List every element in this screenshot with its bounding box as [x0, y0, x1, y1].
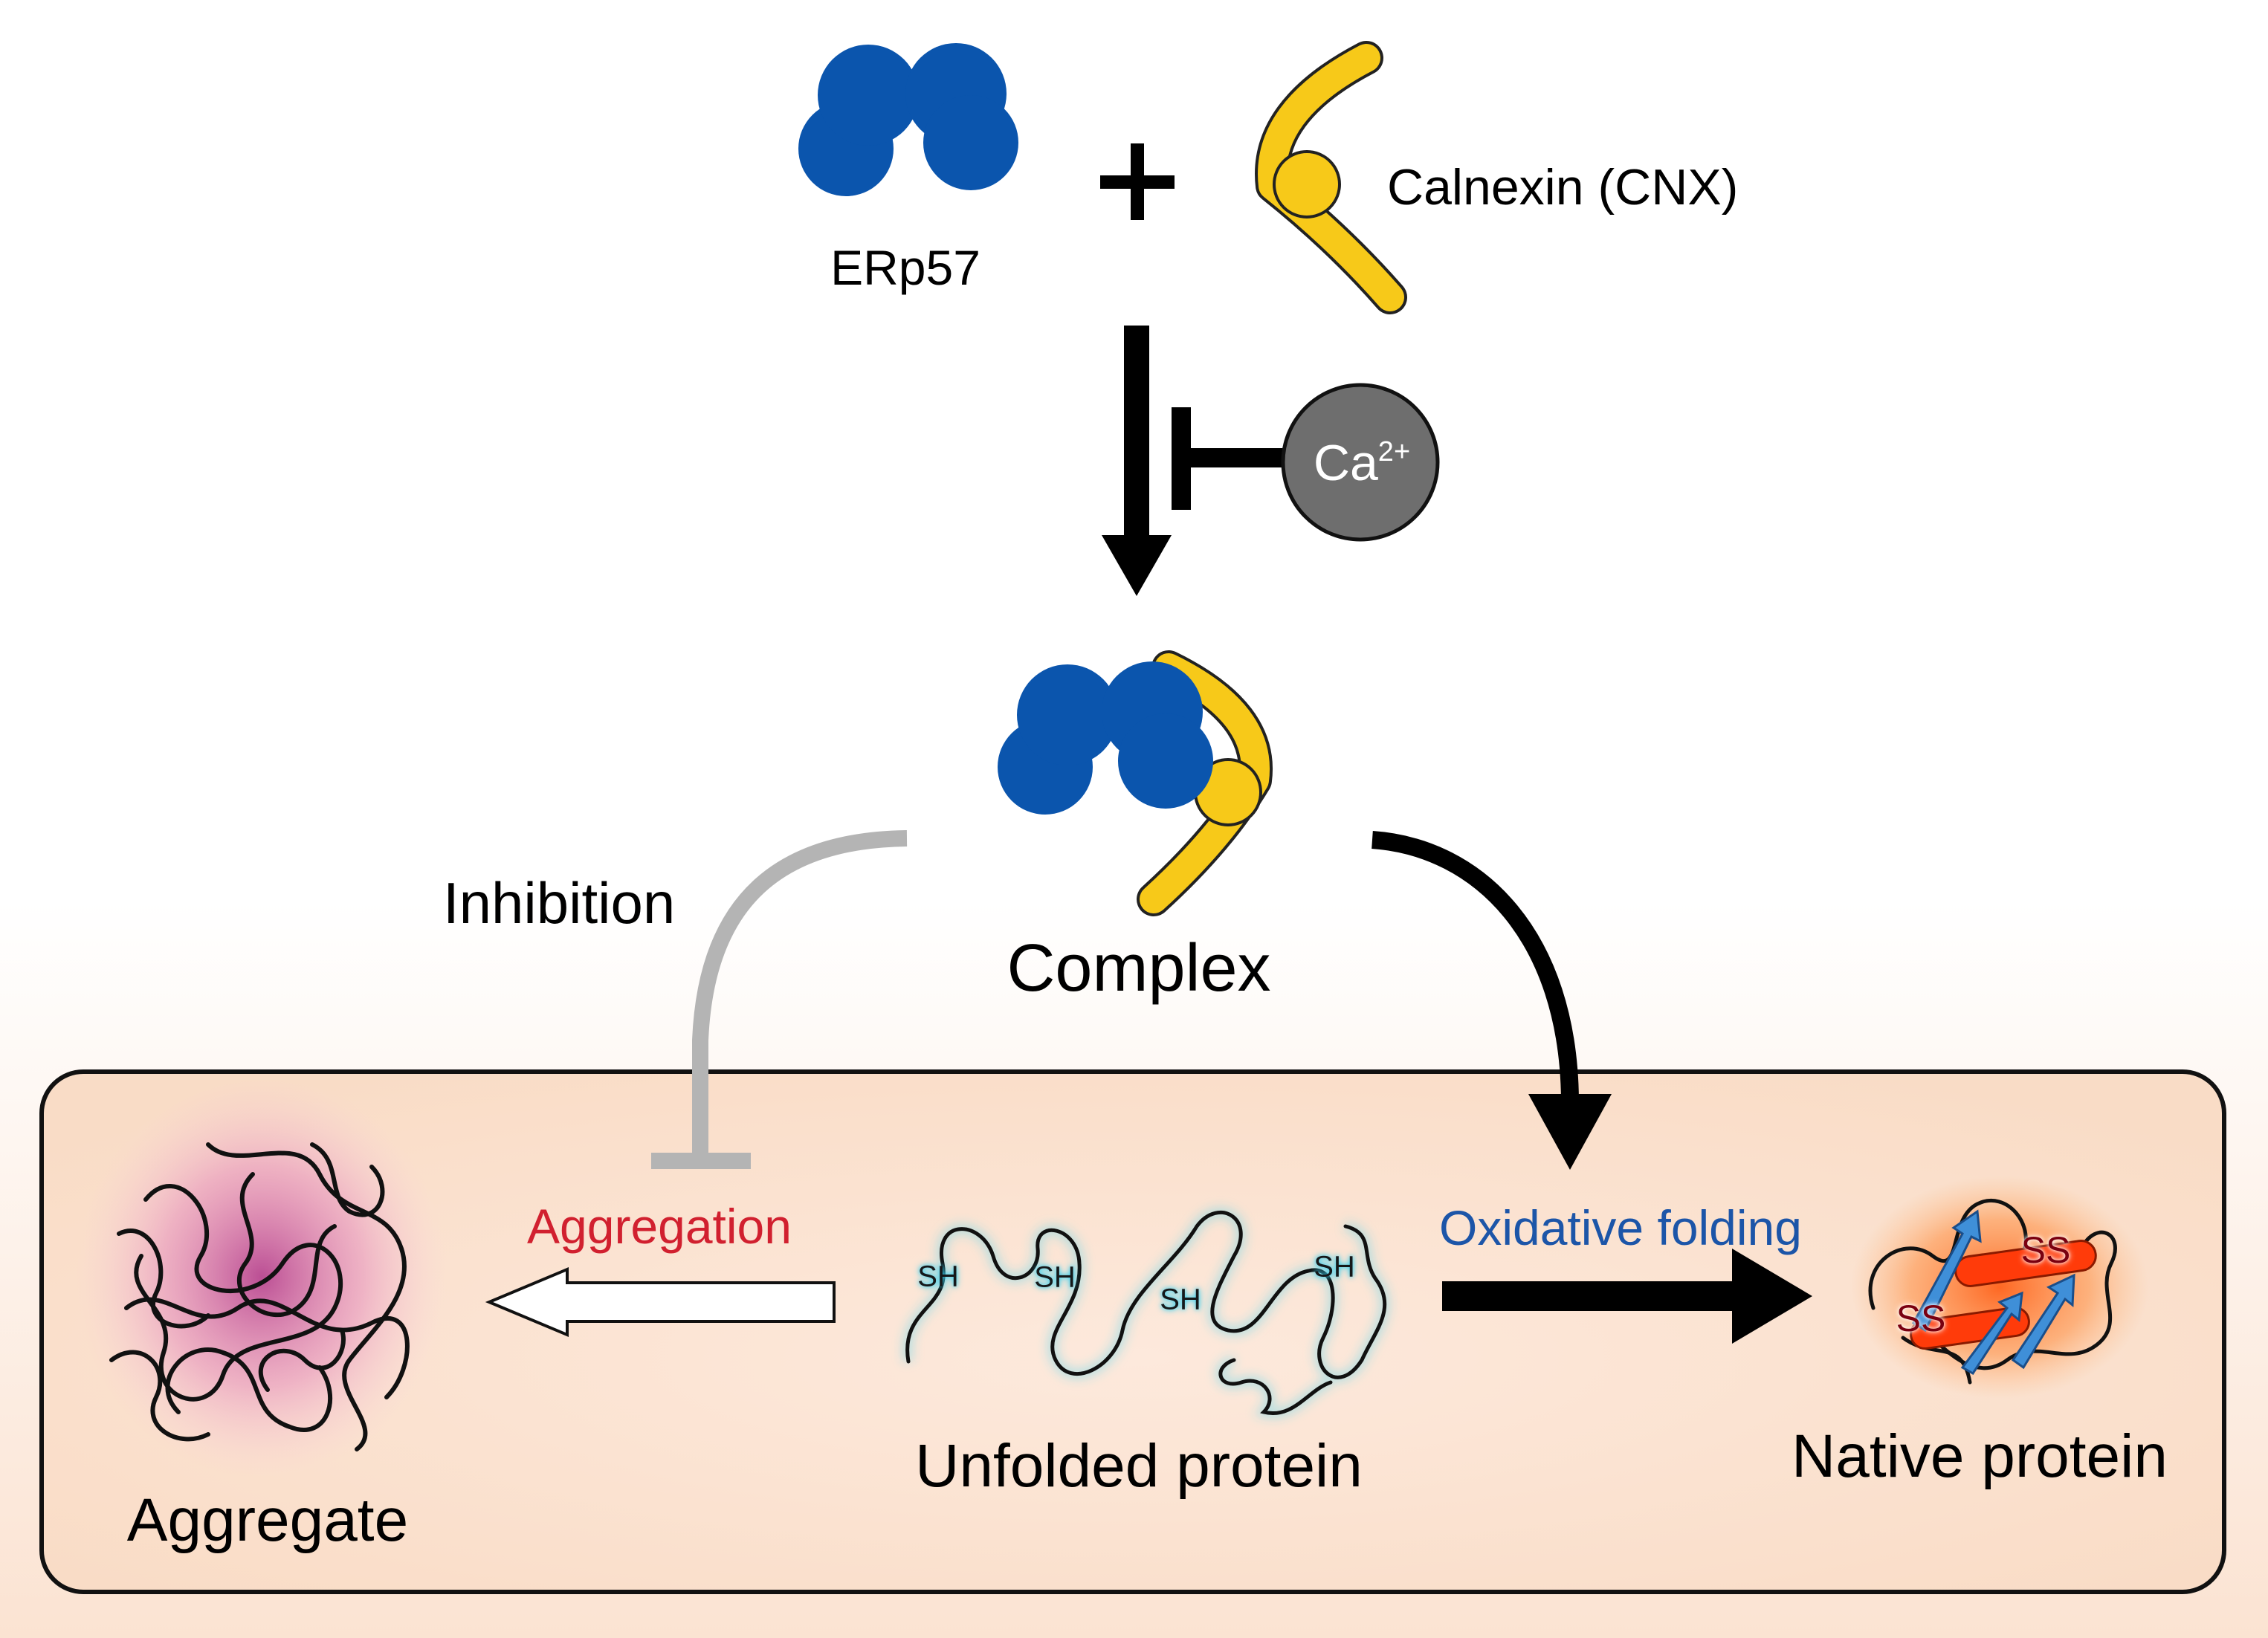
native-protein — [1851, 1176, 2148, 1399]
thiol-tag: SH — [1314, 1250, 1355, 1283]
erp57-shape — [798, 43, 1018, 196]
calcium-ion — [1281, 383, 1440, 542]
aggregate-illustration — [76, 1076, 448, 1477]
unfolded-protein-label: Unfolded protein — [915, 1432, 1363, 1500]
thiol-tag: SH — [917, 1260, 959, 1293]
binding-arrow — [1102, 326, 1172, 596]
plus-sign — [1100, 143, 1175, 220]
calnexin-shape — [1255, 41, 1407, 314]
complex-label: Complex — [1007, 931, 1271, 1006]
thiol-tag: SH — [1034, 1260, 1076, 1294]
reaction-box — [39, 1069, 2226, 1594]
inhibition-label: Inhibition — [443, 870, 676, 936]
folding-curve-arrow — [1372, 831, 1612, 1170]
oxidative-folding-label: Oxidative folding — [1439, 1200, 1802, 1255]
disulfide-tag: SS — [2020, 1229, 2071, 1271]
calcium-charge: 2+ — [1377, 436, 1411, 467]
calcium-symbol: Ca — [1313, 435, 1378, 491]
inhibition-curve — [651, 830, 908, 1169]
aggregation-arrow — [485, 1266, 836, 1338]
complex-shape — [998, 650, 1273, 916]
aggregation-label: Aggregation — [527, 1199, 792, 1254]
erp57-label: ERp57 — [830, 240, 980, 295]
beta-strands — [1912, 1209, 2075, 1376]
unfolded-protein — [902, 1207, 1390, 1419]
oxidative-folding-arrow — [1442, 1249, 1812, 1344]
calcium-label: Ca2+ — [1314, 434, 1410, 492]
thiol-tag: SH — [1160, 1283, 1201, 1316]
native-protein-label: Native protein — [1792, 1422, 2168, 1490]
calcium-inhibition-bar — [1172, 407, 1288, 510]
calnexin-label: Calnexin (CNX) — [1387, 159, 1739, 216]
disulfide-tag: SS — [1896, 1298, 1946, 1339]
aggregate-label: Aggregate — [126, 1486, 409, 1554]
